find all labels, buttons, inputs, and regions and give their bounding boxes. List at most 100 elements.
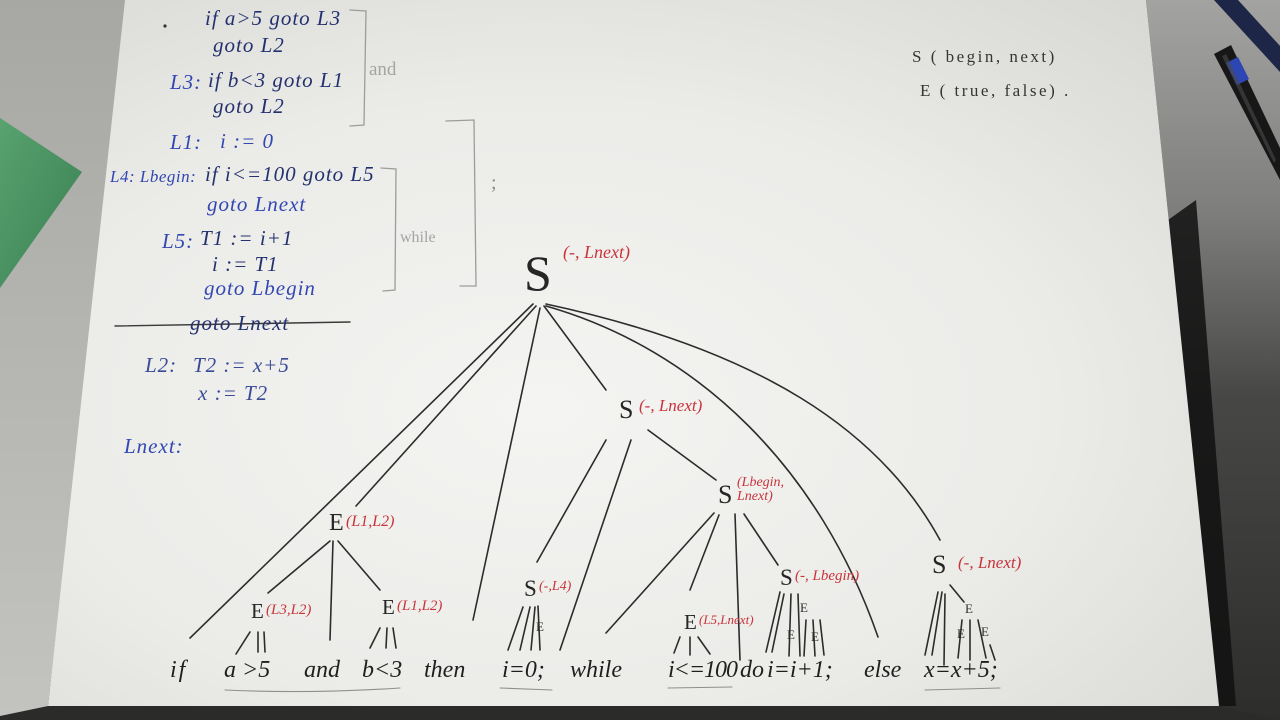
code-line: i := 0 xyxy=(220,129,274,153)
and-bracket xyxy=(349,9,367,127)
tree-node-symbol: S xyxy=(619,395,634,424)
tree-edge xyxy=(392,627,397,649)
pen-navy xyxy=(1214,0,1280,72)
tree-node-attr: (-,L4) xyxy=(539,579,572,594)
paper-edge-shadow xyxy=(1168,200,1236,706)
tree-edge xyxy=(545,305,879,638)
code-line: x := T2 xyxy=(198,381,269,405)
tree-node-attr: (L5,Lnext) xyxy=(699,612,754,627)
tree-node-symbol: E xyxy=(329,510,344,536)
code-label: Lnext: xyxy=(124,434,184,458)
tree-node-attr: (Lbegin, Lnext) xyxy=(737,475,785,504)
code-label: L4: Lbegin: xyxy=(110,167,197,186)
code-line: T1 := i+1 xyxy=(200,226,294,250)
strike-line xyxy=(114,321,351,327)
tree-edge xyxy=(235,631,251,655)
underline xyxy=(224,687,401,693)
pencil-brackets xyxy=(349,9,477,292)
tree-edge xyxy=(337,540,381,591)
code-line: i := T1 xyxy=(212,252,279,276)
tree-leaf-mark: E xyxy=(811,629,819,644)
code-line: goto Lbegin xyxy=(204,276,316,300)
tree-leaf-mark: E xyxy=(800,600,808,615)
attribute-note-e: E ( true, false) . xyxy=(920,81,1071,100)
tree-node-attr: (-, Lnext) xyxy=(639,396,703,415)
tree-node-attr: (L3,L2) xyxy=(266,602,312,618)
while-bracket-label: while xyxy=(400,229,436,246)
tree-node-symbol: S xyxy=(524,576,537,601)
tree-node-attr: (-, Lbegin) xyxy=(795,568,860,584)
token: then xyxy=(424,657,466,683)
underline xyxy=(924,687,1001,691)
tree-edge xyxy=(559,439,632,651)
tree-edge xyxy=(819,619,825,656)
green-card xyxy=(0,118,82,288)
tree-leaf-mark: E xyxy=(787,627,795,642)
tree-node-symbol: S xyxy=(718,480,733,509)
tree-edge xyxy=(977,619,987,659)
tree-edge xyxy=(385,627,388,649)
struck-code-line: goto Lnext xyxy=(190,311,290,335)
tree-node-attr: (L1,L2) xyxy=(346,513,395,530)
tree-edge xyxy=(697,636,711,655)
tree-edge xyxy=(530,606,536,651)
tree-node-attr: (L1,L2) xyxy=(397,598,443,614)
tree-edge xyxy=(673,636,681,654)
tree-edge xyxy=(943,593,946,666)
tree-edge xyxy=(605,512,715,634)
token: i=0; xyxy=(502,657,545,683)
paper-sheet xyxy=(48,0,1219,706)
desk-right xyxy=(1146,0,1280,720)
code-line: goto Lnext xyxy=(207,192,307,216)
tree-edge xyxy=(734,513,741,661)
tree-edge xyxy=(267,540,331,594)
while-bracket-outer xyxy=(445,119,477,287)
tree-edge xyxy=(803,619,807,657)
tree-edge xyxy=(765,591,781,653)
tree-leaf-mark: E xyxy=(981,624,989,639)
tree-root-attr: (-, Lnext) xyxy=(563,242,630,262)
token: x=x+5; xyxy=(924,657,998,683)
code-label: L5: xyxy=(162,229,195,253)
pen-highlight xyxy=(1222,54,1276,163)
tree-root-symbol: S xyxy=(524,245,552,301)
tree-node-symbol: E xyxy=(251,599,264,623)
pen-blue-band xyxy=(1226,57,1249,85)
code-label: L1: xyxy=(170,130,203,154)
token: if xyxy=(170,657,188,683)
token: i<=100 xyxy=(668,657,738,683)
tree-edge xyxy=(949,584,965,603)
tree-node-symbol: S xyxy=(932,550,947,579)
semicolon-mark: ; xyxy=(491,172,497,194)
code-line: if b<3 goto L1 xyxy=(208,68,345,92)
token: while xyxy=(570,657,622,683)
parse-tree-edges xyxy=(189,303,996,666)
tree-edge xyxy=(369,627,381,649)
underline xyxy=(667,686,733,689)
token: a >5 xyxy=(224,657,271,683)
attribute-note-s: S ( begin, next) xyxy=(912,47,1057,66)
code-line: if i<=100 goto L5 xyxy=(205,162,375,186)
and-bracket-label: and xyxy=(369,59,397,80)
code-line: if a>5 goto L3 xyxy=(205,6,342,30)
tree-edge xyxy=(472,307,541,621)
tree-edge xyxy=(931,591,943,656)
tree-edge xyxy=(647,429,717,481)
tree-leaf-mark: E xyxy=(957,626,965,641)
code-line: T2 := x+5 xyxy=(193,353,290,377)
tree-node-symbol: E xyxy=(382,595,395,619)
code-label: L2: xyxy=(145,353,178,377)
pen-black xyxy=(1214,45,1280,180)
tree-edge xyxy=(519,606,531,651)
tree-edge xyxy=(788,593,792,657)
tree-edge xyxy=(989,644,996,661)
tree-node-symbol: S xyxy=(780,565,793,590)
tree-edge xyxy=(545,303,941,541)
tree-edge xyxy=(329,540,334,641)
tree-edge xyxy=(263,631,266,653)
tree-edge xyxy=(507,606,524,651)
while-bracket-inner xyxy=(380,167,397,292)
tree-edge xyxy=(771,593,785,653)
tree-edge xyxy=(797,593,801,657)
